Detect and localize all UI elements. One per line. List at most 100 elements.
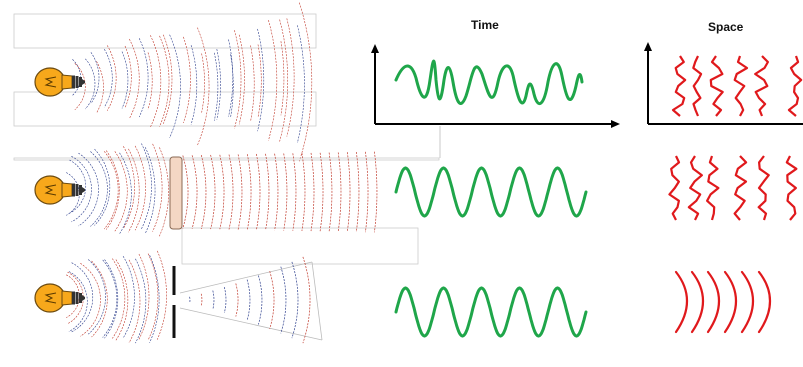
wavefront-arc <box>201 53 205 113</box>
wavefront-arc <box>280 41 285 116</box>
wavefront-arc <box>212 290 215 310</box>
wavefront-arc <box>337 152 342 232</box>
wavefront-arc <box>94 148 111 226</box>
wavefront-arc <box>159 35 170 127</box>
wavefront-arc <box>106 45 117 111</box>
wavefront-arc <box>91 260 108 338</box>
wavefront-arc <box>310 152 315 232</box>
space-front-arc <box>757 270 771 334</box>
wavefront-arc <box>279 19 289 142</box>
wavefront-arc <box>104 259 119 339</box>
wavefront-arc <box>191 155 198 229</box>
row-monochromatic <box>13 143 798 265</box>
wavefront-arc <box>147 52 153 110</box>
wavefront-arc <box>256 153 261 231</box>
space-front-line <box>668 155 681 221</box>
wavefront-arc <box>183 36 191 123</box>
wavefront-arc <box>257 44 262 118</box>
wavefront-arc <box>128 259 141 344</box>
wavefront-arc <box>147 253 159 341</box>
space-front-line <box>787 55 803 117</box>
wavefront-arc <box>80 263 101 337</box>
wavefront-arc <box>274 153 279 231</box>
wavefront-arc <box>280 266 287 334</box>
wavefront-arc <box>250 45 255 122</box>
wavefront-arc <box>114 151 128 232</box>
wavefront-arc <box>210 154 216 230</box>
wavefront-arc <box>90 151 108 227</box>
wavefront-arc <box>200 155 207 229</box>
wavefront-arc <box>302 256 311 344</box>
beam-outline-bottom <box>13 91 317 127</box>
wavefront-arc <box>78 152 99 227</box>
wavefront-arc <box>122 255 135 339</box>
wavefront-arc <box>265 153 270 231</box>
wavefront-arc <box>169 34 181 139</box>
wavefront-arc <box>69 159 86 214</box>
wavefront-arc <box>119 152 132 234</box>
wavefront-arc <box>129 38 140 119</box>
row-incoherent <box>13 2 803 162</box>
wavefront-arc <box>85 58 96 110</box>
time-wave-regular <box>394 166 588 218</box>
wavefront-arc <box>182 155 189 229</box>
diffraction-cone <box>179 261 323 341</box>
wavefront-arc <box>365 151 369 233</box>
wavefront-arc <box>159 147 169 237</box>
beam-outline-top <box>13 157 440 161</box>
wavefront-arc <box>123 146 135 229</box>
wavefront-arc <box>257 28 265 132</box>
wavefront-arc <box>138 253 150 340</box>
wavefront-arc <box>68 271 88 332</box>
wavefront-arc <box>286 18 295 137</box>
wavefront-arc <box>258 275 263 325</box>
wavefront-arc <box>228 154 234 230</box>
space-front-arc <box>674 270 688 334</box>
wavefront-arc <box>134 145 146 231</box>
wavefront-arc <box>299 2 313 162</box>
time-wave-irregular <box>394 59 584 106</box>
wavefront-arc <box>328 152 333 232</box>
space-front-line <box>754 55 769 117</box>
wavefront-arc <box>71 156 92 223</box>
light-wavefronts-after-pinhole <box>189 256 311 344</box>
light-bulb-icon <box>34 283 86 313</box>
wavefront-arc <box>238 34 245 125</box>
wavefront-arc <box>346 152 351 232</box>
space-front-arc <box>740 270 754 334</box>
wavefront-arc <box>237 154 243 230</box>
space-front-line <box>709 55 724 117</box>
space-front-arc <box>690 270 704 334</box>
space-fronts-irregular <box>668 155 798 221</box>
wavefront-arc <box>230 54 234 118</box>
wavefront-arc <box>141 143 152 230</box>
wavefront-arc <box>228 39 234 117</box>
time-header: Time <box>471 18 499 32</box>
wavefront-arc <box>104 49 113 108</box>
wavefront-arc <box>121 51 129 109</box>
space-front-line <box>785 155 798 221</box>
beam-outline-top <box>13 13 317 49</box>
wavefront-arc <box>157 250 167 340</box>
wavefront-arc <box>268 20 278 141</box>
wavefront-arc <box>190 45 198 125</box>
time-wave-regular <box>394 286 588 338</box>
wavefront-arc <box>67 271 84 325</box>
space-front-line <box>757 155 770 221</box>
wavefront-arc <box>74 63 86 110</box>
wavefront-arc <box>200 293 203 307</box>
wavefront-arc <box>292 153 297 231</box>
wavefront-arc <box>269 271 275 329</box>
wavefront-arc <box>197 27 210 146</box>
light-bulb-icon <box>34 175 86 205</box>
wavefront-arc <box>355 151 360 233</box>
space-front-line <box>733 155 748 221</box>
wavefront-arc <box>219 154 225 230</box>
wavefront-arc <box>246 279 251 321</box>
wavefront-arc <box>135 258 147 344</box>
space-front-line <box>706 155 720 221</box>
wavefront-arc <box>103 151 119 230</box>
space-fronts-curved <box>674 270 771 334</box>
row-coherent <box>34 250 771 344</box>
wavefront-arc <box>128 148 140 233</box>
